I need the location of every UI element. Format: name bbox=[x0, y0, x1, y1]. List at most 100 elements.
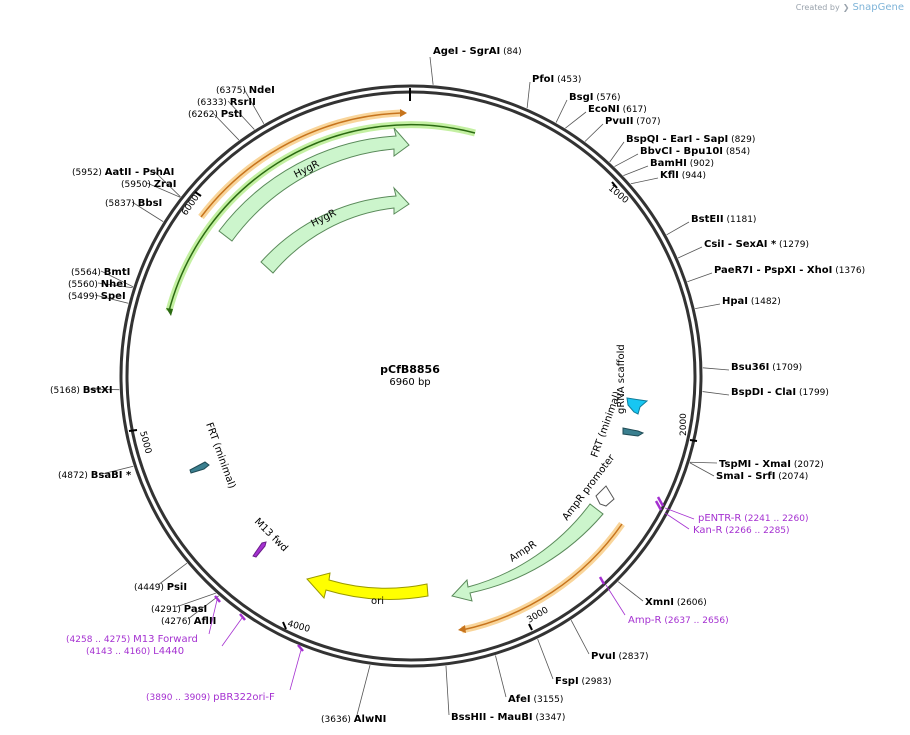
primer-range: (4258 .. 4275) bbox=[66, 635, 133, 645]
site-label-bbsi[interactable]: (5837) BbsI bbox=[105, 198, 162, 209]
site-name: BstXI bbox=[83, 385, 113, 396]
primer-label-m13-forward[interactable]: (4258 .. 4275) M13 Forward bbox=[66, 634, 198, 645]
site-position: (5950) bbox=[121, 180, 154, 190]
primer-label-l4440[interactable]: (4143 .. 4160) L4440 bbox=[86, 646, 184, 657]
site-leader-bspdi bbox=[702, 391, 730, 396]
site-position: (2606) bbox=[674, 598, 707, 608]
site-label-bspdi[interactable]: BspDI - ClaI (1799) bbox=[731, 387, 829, 398]
site-leader-paer7i bbox=[687, 272, 713, 283]
site-label-bmti[interactable]: (5564) BmtI bbox=[71, 267, 130, 278]
site-name: AgeI bbox=[433, 46, 458, 57]
site-extra: - EarI - SapI bbox=[659, 134, 728, 145]
site-name: PvuII bbox=[605, 116, 633, 127]
site-label-pfoi[interactable]: PfoI (453) bbox=[532, 74, 581, 85]
site-label-nhei[interactable]: (5560) NheI bbox=[68, 279, 127, 290]
site-label-psti[interactable]: (6262) PstI bbox=[188, 109, 242, 120]
primer-label-amp-r[interactable]: Amp-R (2637 .. 2656) bbox=[628, 615, 729, 626]
site-position: (5168) bbox=[50, 386, 83, 396]
site-label-aflii[interactable]: (4276) AflII bbox=[161, 616, 216, 627]
site-label-smai[interactable]: SmaI - SrfI (2074) bbox=[716, 471, 808, 482]
site-name: BspDI bbox=[731, 387, 764, 398]
site-label-bsgi[interactable]: BsgI (576) bbox=[569, 92, 621, 103]
site-label-pvui[interactable]: PvuI (2837) bbox=[591, 651, 648, 662]
primer-label-pbr322ori-f[interactable]: (3890 .. 3909) pBR322ori-F bbox=[146, 692, 275, 703]
site-name: BspQI bbox=[626, 134, 659, 145]
site-name: PaeR7I bbox=[714, 265, 753, 276]
site-leader-bstxi bbox=[83, 388, 120, 391]
feature-frt-right bbox=[622, 427, 645, 437]
site-leader-agei bbox=[429, 56, 434, 85]
primer-label-pentr-r[interactable]: pENTR-R (2241 .. 2260) bbox=[698, 513, 809, 524]
orange-orf bbox=[200, 112, 402, 218]
site-label-csii[interactable]: CsiI - SexAI * (1279) bbox=[704, 239, 809, 250]
site-label-bamhi[interactable]: BamHI (902) bbox=[650, 158, 714, 169]
site-position: (3347) bbox=[533, 713, 566, 723]
feature-grna-scaffold bbox=[626, 397, 649, 415]
site-extra: - ClaI bbox=[764, 387, 796, 398]
site-label-pasi[interactable]: (4291) PasI bbox=[151, 604, 207, 615]
site-label-agei[interactable]: AgeI - SgrAI (84) bbox=[433, 46, 522, 57]
site-position: (3155) bbox=[531, 695, 564, 705]
site-leader-afei bbox=[495, 655, 507, 698]
site-name: EcoNI bbox=[588, 104, 620, 115]
site-label-hpai[interactable]: HpaI (1482) bbox=[722, 296, 781, 307]
site-leader-fspi bbox=[537, 638, 554, 680]
site-leader-smai bbox=[689, 462, 715, 477]
feature-label-frt-left: FRT (minimal) bbox=[203, 421, 237, 490]
primer-range: (2241 .. 2260) bbox=[741, 514, 808, 524]
site-label-kfli[interactable]: KflI (944) bbox=[660, 170, 706, 181]
site-label-aatii[interactable]: (5952) AatII - PshAI bbox=[72, 167, 174, 178]
site-leader-bsabi bbox=[101, 465, 134, 475]
site-label-xmni[interactable]: XmnI (2606) bbox=[645, 597, 707, 608]
site-position: (4872) bbox=[58, 471, 91, 481]
primer-range: (4143 .. 4160) bbox=[86, 647, 153, 657]
site-label-paer7i[interactable]: PaeR7I - PspXI - XhoI (1376) bbox=[714, 265, 865, 276]
site-label-bbvci[interactable]: BbvCI - Bpu10I (854) bbox=[640, 146, 750, 157]
site-label-tspmi[interactable]: TspMI - XmaI (2072) bbox=[719, 459, 824, 470]
site-label-alwni[interactable]: (3636) AlwNI bbox=[321, 714, 386, 725]
site-label-spei[interactable]: (5499) SpeI bbox=[68, 291, 126, 302]
site-label-fspi[interactable]: FspI (2983) bbox=[555, 676, 611, 687]
primer-name: Kan-R bbox=[693, 525, 722, 536]
primer-name: pENTR-R bbox=[698, 513, 741, 524]
feature-label-frt-right: FRT (minimal) bbox=[589, 390, 623, 459]
orange-orf-head bbox=[400, 109, 407, 117]
site-label-bspqi[interactable]: BspQI - EarI - SapI (829) bbox=[626, 134, 755, 145]
site-label-bstxi[interactable]: (5168) BstXI bbox=[50, 385, 113, 396]
site-leader-kfli bbox=[630, 177, 659, 185]
site-label-zrai[interactable]: (5950) ZraI bbox=[121, 179, 176, 190]
site-label-bsshii[interactable]: BssHII - MauBI (3347) bbox=[451, 712, 565, 723]
site-label-psii[interactable]: (4449) PsiI bbox=[134, 582, 187, 593]
site-name: BamHI bbox=[650, 158, 687, 169]
site-label-afei[interactable]: AfeI (3155) bbox=[508, 694, 563, 705]
site-label-rsrii[interactable]: (6333) RsrII bbox=[197, 97, 256, 108]
site-label-ndei[interactable]: (6375) NdeI bbox=[216, 85, 275, 96]
site-leader-aatii bbox=[153, 170, 181, 198]
site-name: AfeI bbox=[508, 694, 531, 705]
site-label-econi[interactable]: EcoNI (617) bbox=[588, 104, 647, 115]
feature-label-grna-scaffold: gRNA scaffold bbox=[616, 344, 627, 414]
site-label-bsu36i[interactable]: Bsu36I (1709) bbox=[731, 362, 802, 373]
site-leader-zrai bbox=[146, 182, 181, 198]
site-leader-lines bbox=[83, 56, 730, 716]
feature-frt-left bbox=[189, 461, 210, 474]
site-labels: AgeI - SgrAI (84) PfoI (453) BsgI (576)Eco… bbox=[50, 46, 865, 725]
site-position: (1709) bbox=[769, 363, 802, 373]
site-label-bsabi[interactable]: (4872) BsaBI * bbox=[58, 470, 132, 481]
site-position: (2983) bbox=[579, 677, 612, 687]
site-leader-psti bbox=[212, 112, 240, 141]
primer-mark bbox=[214, 595, 221, 603]
primer-mark bbox=[598, 576, 606, 585]
site-position: (2837) bbox=[616, 652, 649, 662]
tick-1000 bbox=[611, 181, 618, 189]
site-label-pvuii[interactable]: PvuII (707) bbox=[605, 116, 660, 127]
plasmid-size: 6960 bp bbox=[389, 377, 430, 388]
primer-label-kan-r[interactable]: Kan-R (2266 .. 2285) bbox=[693, 525, 790, 536]
site-leader-rsrii bbox=[227, 100, 255, 130]
credit-label: Created by ❯ SnapGene bbox=[796, 2, 904, 13]
site-label-bsteii[interactable]: BstEII (1181) bbox=[691, 214, 756, 225]
site-leader-ndei bbox=[243, 88, 265, 124]
site-position: (6375) bbox=[216, 86, 249, 96]
site-position: (6262) bbox=[188, 110, 221, 120]
site-position: (1376) bbox=[832, 266, 865, 276]
